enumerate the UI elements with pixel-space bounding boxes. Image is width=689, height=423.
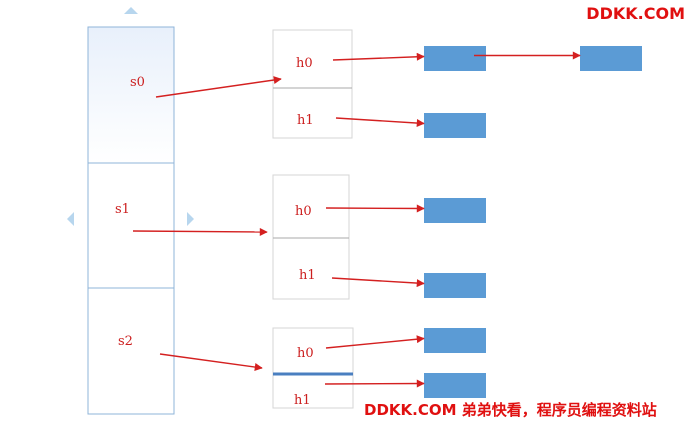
segment-0-bucket-0-node-0 <box>424 46 486 71</box>
segment-1-bucket-1-arrow <box>331 277 425 288</box>
segment-2-bucket-1-label: h1 <box>294 393 311 408</box>
segment-1-arrow <box>132 227 268 236</box>
segment-0-arrow <box>155 76 282 98</box>
watermark-top: DDKK.COM <box>586 4 685 23</box>
segment-0-label: s0 <box>130 75 145 90</box>
segment-0-box <box>87 26 175 164</box>
segment-0-bucket-0-arrow <box>332 52 425 61</box>
segment-0-bucket-1-node-0 <box>424 113 486 138</box>
bucket-table-2-box <box>272 327 354 409</box>
segment-2-label: s2 <box>118 334 133 349</box>
segment-0-bucket-1-arrow <box>335 117 425 128</box>
segment-1-bucket-0-arrow <box>325 204 425 213</box>
bucket-table-0-box <box>272 29 353 139</box>
segment-1-label: s1 <box>115 202 130 217</box>
segment-1-bucket-0-node-0 <box>424 198 486 223</box>
segment-0-bucket-0-label: h0 <box>296 56 313 71</box>
segment-2-bucket-1-arrow <box>324 379 425 388</box>
segment-2-bucket-0-node-0 <box>424 328 486 353</box>
watermark-bottom: DDKK.COM 弟弟快看，程序员编程资料站 <box>364 399 659 420</box>
segment-1-box <box>87 162 175 289</box>
segment-1-bucket-1-node-0 <box>424 273 486 298</box>
segment-0-bucket-1-label: h1 <box>297 113 314 128</box>
scroll-up-icon <box>124 7 138 14</box>
segment-0-bucket-0-node-1 <box>580 46 642 71</box>
segment-1-bucket-0-label: h0 <box>295 204 312 219</box>
segment-2-bucket-0-arrow <box>325 335 425 349</box>
segment-1-bucket-1-label: h1 <box>299 268 316 283</box>
scroll-left-icon <box>67 212 74 226</box>
segment-2-box <box>87 287 175 415</box>
segment-2-bucket-1-node-0 <box>424 373 486 398</box>
segment-2-bucket-0-label: h0 <box>297 346 314 361</box>
segment-2-arrow <box>159 353 263 371</box>
scroll-right-icon <box>187 212 194 226</box>
